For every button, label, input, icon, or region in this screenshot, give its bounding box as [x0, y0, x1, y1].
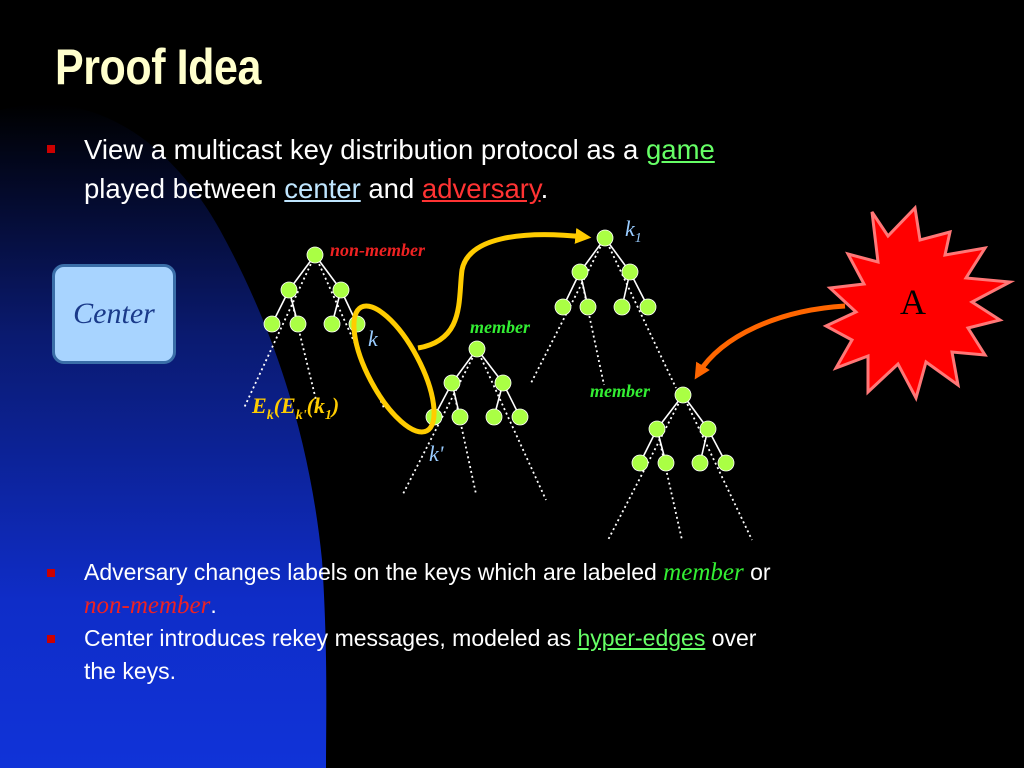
enc-mid: (E — [274, 393, 296, 418]
bullet-adv-text-3: . — [210, 592, 217, 618]
term-member: member — [663, 559, 744, 586]
bullet-marker — [47, 145, 55, 153]
label-member-right: member — [590, 381, 651, 401]
tree-nodes — [263, 229, 735, 472]
link-center[interactable]: center — [284, 173, 361, 204]
enc-sub-1: 1 — [325, 408, 332, 423]
bullet-game-text-4: . — [540, 173, 549, 204]
hyper-edge-ellipse — [351, 303, 437, 435]
slide-title: Proof Idea — [55, 39, 261, 95]
enc-E1: E — [251, 393, 267, 418]
label-key-k1-sub: 1 — [635, 231, 642, 246]
bullet-rekey-text-2: over — [705, 625, 757, 651]
enc-sub-k-prime: k' — [296, 408, 307, 423]
adversary-burst — [822, 204, 1016, 403]
bullet-game-text-2: played between — [84, 173, 285, 204]
enc-k1: (k — [307, 393, 325, 418]
link-adversary[interactable]: adversary — [421, 173, 541, 204]
bullet-rekey-text-3: the keys. — [84, 658, 177, 684]
link-game[interactable]: game — [645, 134, 715, 165]
bullet-marker — [47, 569, 55, 577]
label-key-k-prime: k' — [429, 441, 444, 466]
term-non-member: non-member — [84, 592, 211, 619]
bullet-adv-text-2: or — [743, 559, 771, 585]
enc-sub-k: k — [267, 408, 274, 423]
bullet-game: View a multicast key distribution protoc… — [84, 130, 984, 208]
bullet-adv-text-1: Adversary changes labels on the keys whi… — [84, 559, 664, 585]
bullet-game-text-3: and — [360, 173, 422, 204]
bullet-rekey-text-1: Center introduces rekey messages, modele… — [84, 625, 578, 651]
encryption-label: Ek(Ek'(k1) — [251, 393, 339, 423]
bullet-marker — [47, 635, 55, 643]
label-member-middle: member — [470, 317, 531, 337]
enc-close: ) — [330, 393, 339, 418]
adversary-label: A — [900, 282, 926, 322]
label-key-k: k — [368, 326, 379, 351]
bullet-center-rekey: Center introduces rekey messages, modele… — [84, 622, 984, 688]
hyper-edge-arrow — [417, 228, 592, 351]
label-non-member: non-member — [330, 240, 426, 260]
bullet-adversary-labels: Adversary changes labels on the keys whi… — [84, 556, 984, 622]
link-hyper-edges[interactable]: hyper-edges — [577, 625, 706, 651]
label-key-k1-base: k — [625, 216, 636, 241]
adversary-arrow — [694, 303, 846, 380]
center-box: Center — [52, 264, 176, 364]
bullet-game-text-1: View a multicast key distribution protoc… — [84, 134, 646, 165]
label-key-k1: k1 — [625, 216, 642, 246]
